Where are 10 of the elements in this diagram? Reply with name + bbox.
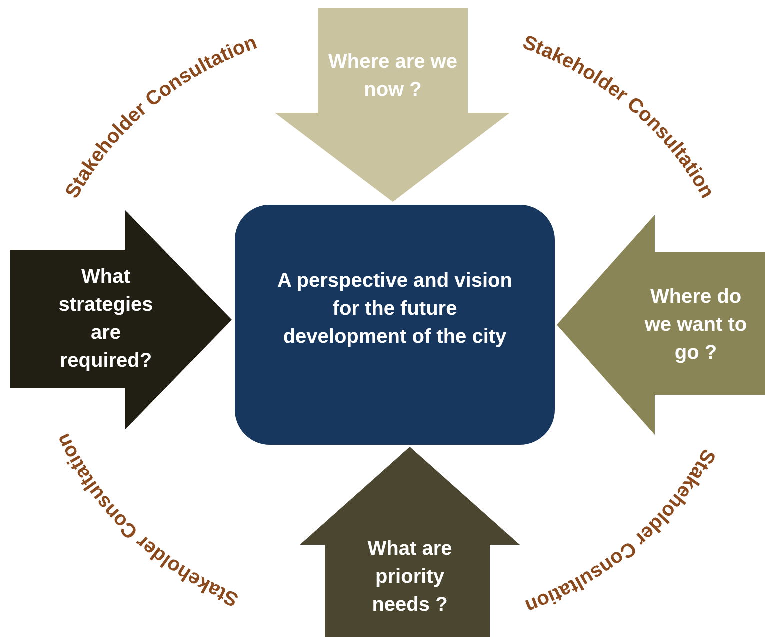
rounded-box bbox=[235, 205, 555, 445]
arrow-label: Where are we now ? bbox=[328, 50, 458, 103]
arrow-label: What are priority needs ? bbox=[366, 537, 454, 618]
box-text: A perspective and vision for the future development of the city bbox=[276, 269, 514, 350]
arrow-label: Where do we want to go ? bbox=[644, 285, 748, 366]
block-arrow bbox=[557, 215, 765, 435]
block-arrow bbox=[300, 447, 520, 637]
arrow-label: What strategies are required? bbox=[58, 265, 154, 374]
block-arrow bbox=[275, 8, 510, 202]
block-arrow bbox=[10, 210, 232, 430]
